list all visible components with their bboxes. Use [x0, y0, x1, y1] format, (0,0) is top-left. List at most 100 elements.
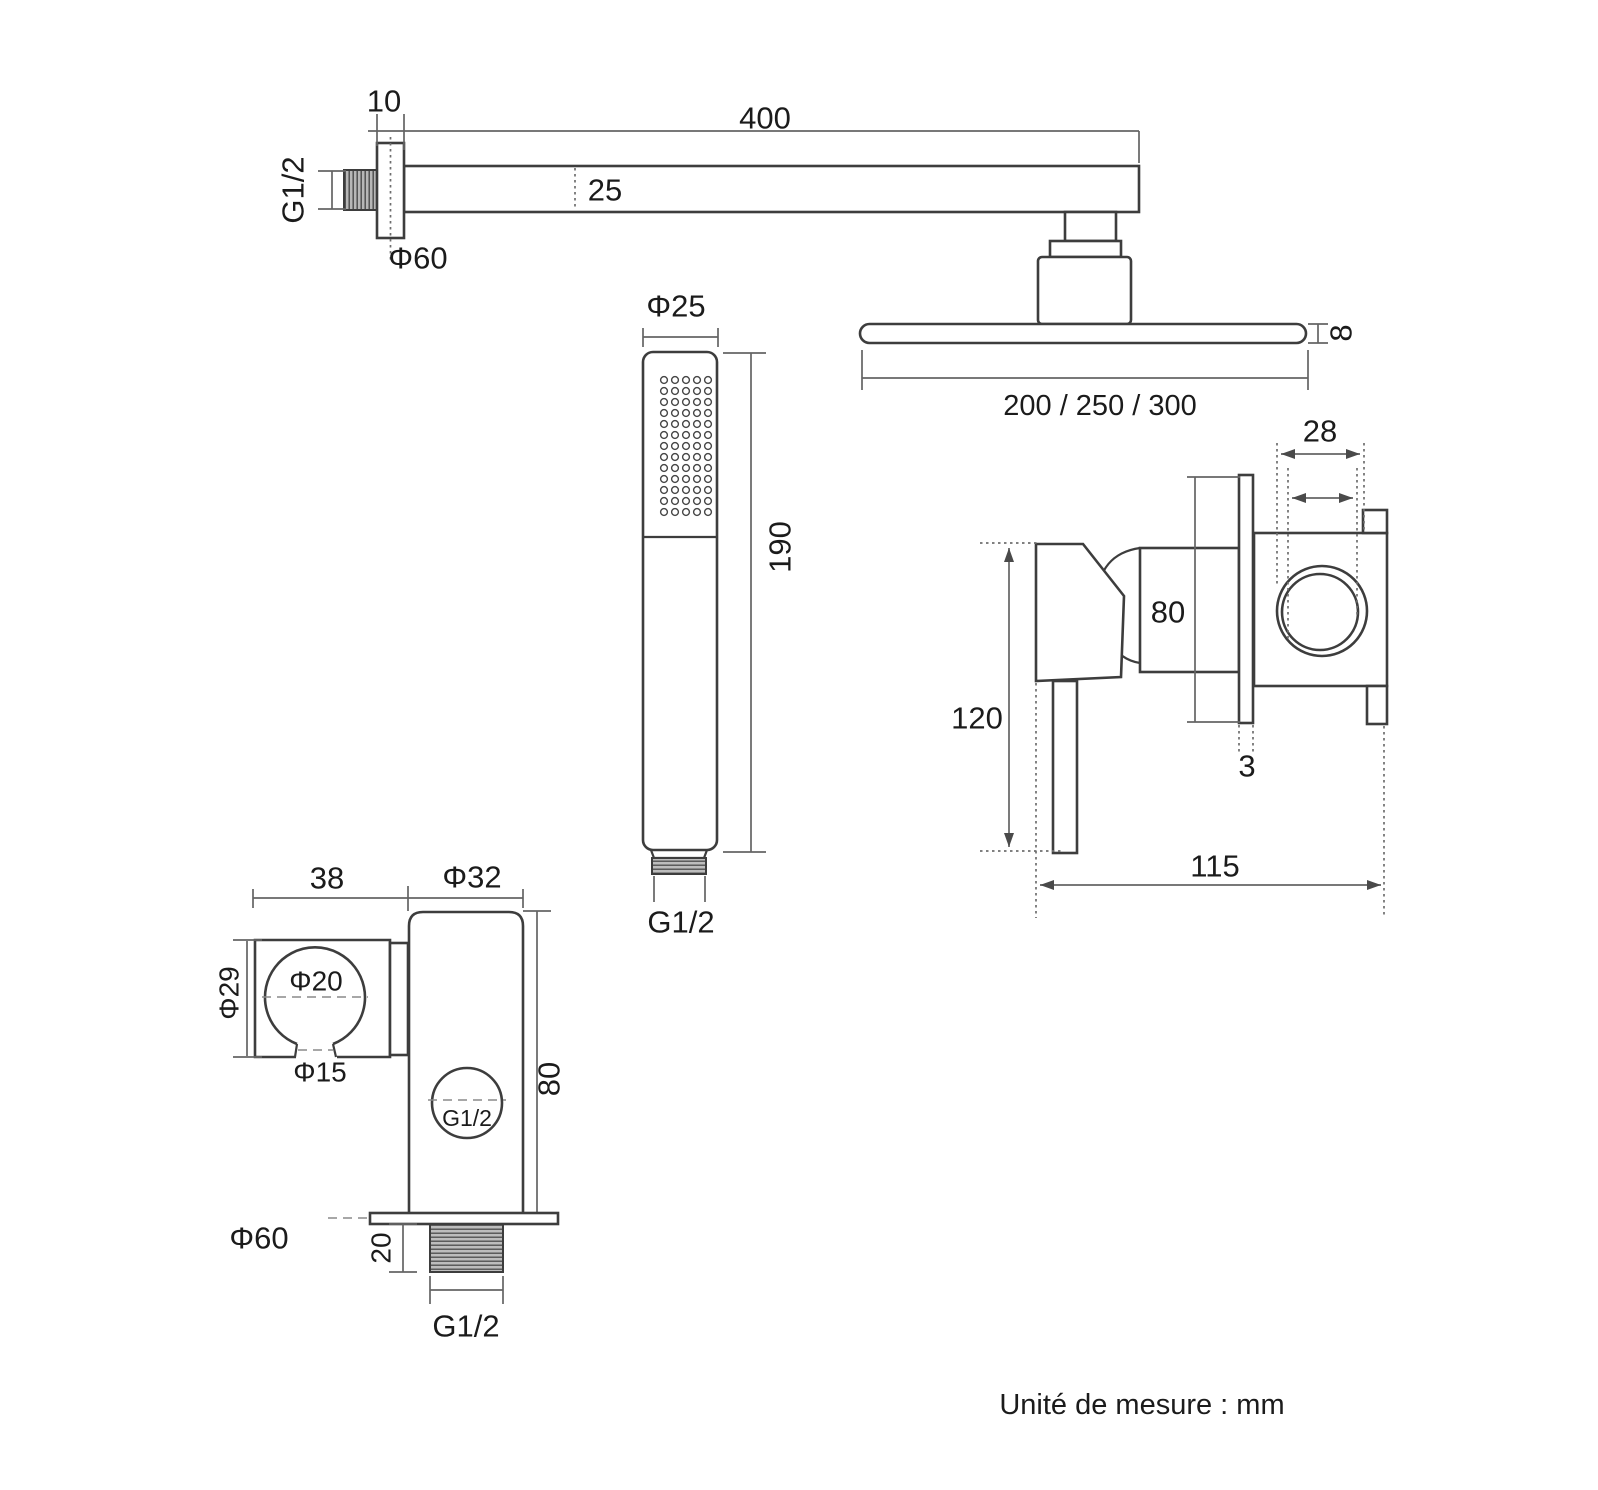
outlet-flange — [368, 1211, 560, 1226]
outlet-front-thread-label: G1/2 — [442, 1105, 492, 1131]
head-thickness-label: 8 — [1324, 324, 1359, 341]
shower-arm-view: 10 400 25 G1/2 Φ60 — [276, 84, 1141, 276]
spray-dot — [659, 452, 669, 462]
spray-dot — [681, 408, 691, 418]
spray-dot — [659, 419, 669, 429]
spray-dot — [692, 485, 702, 495]
spray-dot — [692, 463, 702, 473]
measure-unit-note: Unité de mesure : mm — [999, 1389, 1284, 1421]
mixer-escutcheon-side — [1237, 473, 1255, 725]
spray-dot — [681, 485, 691, 495]
spray-dot — [659, 485, 669, 495]
arm-wall-thread-label: G1/2 — [276, 156, 311, 223]
spray-dot — [692, 386, 702, 396]
head-collar — [1048, 239, 1123, 259]
spray-dot — [659, 397, 669, 407]
head-disc — [858, 322, 1308, 345]
spray-dot — [703, 408, 713, 418]
spray-dot — [670, 430, 680, 440]
outlet-body — [407, 910, 525, 1218]
hand-shower-thread-label: G1/2 — [647, 905, 714, 940]
spray-dot — [703, 463, 713, 473]
outlet-body-diameter-label: Φ32 — [442, 860, 501, 895]
arm-length-label: 400 — [739, 101, 791, 136]
spray-dot — [703, 507, 713, 517]
spray-dot — [659, 375, 669, 385]
head-ball-joint — [1036, 255, 1133, 326]
spray-dot — [692, 375, 702, 385]
mixer-body-height-label: 80 — [1151, 595, 1185, 630]
spray-dot — [703, 430, 713, 440]
spray-dot — [670, 441, 680, 451]
spray-dot — [692, 507, 702, 517]
spray-dot — [681, 375, 691, 385]
spray-dot — [703, 375, 713, 385]
arm-wall-thread — [343, 169, 378, 211]
hand-shower-length-label: 190 — [763, 521, 798, 573]
mixer-valve-view: 80 120 115 28 3 — [951, 414, 1389, 918]
holder-ring — [263, 946, 367, 1046]
spray-dot — [692, 441, 702, 451]
spray-dot — [659, 408, 669, 418]
holder-connector — [388, 941, 410, 1057]
hand-shower-diameter-label: Φ25 — [646, 289, 705, 324]
spray-dot — [692, 496, 702, 506]
mixer-handle-body — [1034, 542, 1126, 683]
spray-dot — [681, 474, 691, 484]
holder-slot-diameter-label: Φ15 — [293, 1057, 346, 1088]
mixer-handle-base-outer — [1275, 564, 1369, 658]
spray-dot — [703, 397, 713, 407]
spray-dot — [681, 496, 691, 506]
holder-height-label: Φ29 — [214, 966, 245, 1019]
outlet-bottom-thread-label: G1/2 — [432, 1309, 499, 1344]
spray-dot — [692, 452, 702, 462]
spray-dot — [692, 430, 702, 440]
outlet-stub-length-label: 20 — [366, 1232, 397, 1263]
spray-dot — [681, 441, 691, 451]
spray-dot — [670, 397, 680, 407]
spray-dot — [681, 452, 691, 462]
holder-ring-diameter-label: Φ20 — [289, 966, 342, 997]
spray-dot — [659, 386, 669, 396]
spray-dot — [692, 408, 702, 418]
shower-head-view: 8 200 / 250 / 300 — [858, 210, 1359, 422]
spray-dot — [703, 474, 713, 484]
arm-flange-diameter-label: Φ60 — [388, 241, 447, 276]
spray-dot — [670, 452, 680, 462]
head-neck — [1063, 210, 1118, 243]
spray-dot — [703, 452, 713, 462]
holder-ring-slot-right — [331, 1043, 338, 1058]
spray-dot — [659, 430, 669, 440]
spray-dot — [681, 419, 691, 429]
mixer-bottom-tab — [1365, 684, 1389, 726]
spray-dot — [659, 441, 669, 451]
spray-dot — [670, 507, 680, 517]
spray-dot — [703, 496, 713, 506]
mixer-handle-base-inner — [1280, 572, 1360, 652]
outlet-flange-diameter-label: Φ60 — [229, 1221, 288, 1256]
spray-dot — [659, 507, 669, 517]
spray-dot — [681, 463, 691, 473]
spray-dot — [692, 419, 702, 429]
head-diameters-label: 200 / 250 / 300 — [1003, 390, 1197, 422]
spray-dot — [692, 474, 702, 484]
spray-dot — [681, 430, 691, 440]
spray-dot — [681, 386, 691, 396]
spray-dot — [670, 463, 680, 473]
outlet-thread-stub — [429, 1223, 504, 1273]
spray-dot — [670, 485, 680, 495]
spray-dot — [670, 496, 680, 506]
arm-flange-thickness-label: 10 — [367, 84, 401, 119]
spray-dot — [703, 419, 713, 429]
mixer-handle-height-label: 120 — [951, 701, 1003, 736]
mixer-plate-thickness-label: 3 — [1238, 749, 1255, 784]
mixer-top-width-label: 28 — [1303, 414, 1337, 449]
spray-dot — [670, 375, 680, 385]
spray-dot — [703, 386, 713, 396]
hand-shower-thread — [651, 857, 707, 875]
spray-dot — [703, 485, 713, 495]
spray-dot — [703, 441, 713, 451]
spray-dot — [670, 408, 680, 418]
